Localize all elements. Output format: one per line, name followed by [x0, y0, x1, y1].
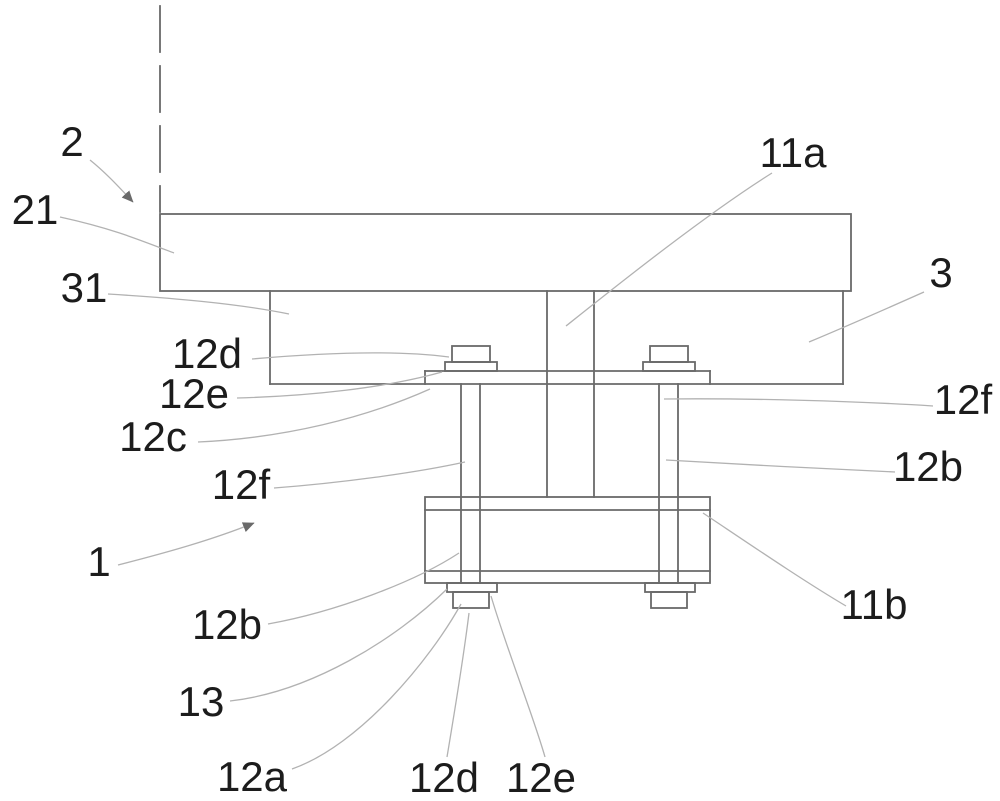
ref-label-11b: 11b — [841, 581, 908, 628]
leader-1 — [117, 522, 255, 566]
leader-13 — [229, 588, 448, 702]
washer-bottom-right — [644, 582, 696, 593]
ref-label-2: 2 — [60, 118, 83, 165]
leader-21 — [59, 216, 175, 254]
ref-label-12b-left: 12b — [192, 601, 262, 648]
nut-bottom-left — [452, 591, 490, 609]
leader-12d-left — [251, 352, 450, 360]
ref-label-11a: 11a — [760, 129, 828, 176]
bolt-head-top-right — [649, 345, 689, 363]
leader-12b-right — [665, 459, 896, 473]
leader-12d-bottom — [446, 612, 470, 758]
ref-label-12d-bottom: 12d — [409, 754, 479, 801]
leader-11b — [702, 512, 847, 607]
leader-12e-bottom — [490, 595, 546, 758]
ref-label-31: 31 — [61, 264, 108, 311]
washer-top-right — [642, 361, 696, 372]
ref-label-12e-left: 12e — [159, 370, 229, 417]
ref-label-12f-right: 12f — [934, 376, 993, 423]
ref-label-12e-bottom: 12e — [506, 754, 576, 801]
bolt-head-top-left — [451, 345, 491, 363]
leader-12e-left — [236, 371, 443, 399]
structure-lines — [159, 5, 852, 609]
leader-2 — [89, 159, 134, 203]
ref-label-12f-left: 12f — [212, 461, 271, 508]
leader-3 — [808, 291, 925, 343]
washer-bottom-left — [446, 582, 498, 593]
bracket-outline — [424, 496, 711, 584]
leader-11a — [565, 172, 773, 327]
ref-label-12c: 12c — [119, 413, 187, 460]
ref-label-12d-left: 12d — [172, 330, 242, 377]
leader-12a — [291, 603, 462, 770]
leader-12f-right — [663, 398, 934, 407]
beam-outline — [159, 213, 852, 292]
leader-31 — [107, 293, 290, 315]
ref-label-21: 21 — [12, 186, 59, 233]
leader-lines — [59, 159, 934, 770]
reference-labels: 2 21 31 12d 12e 12c 12f 1 12b 13 12a 12d… — [12, 118, 993, 801]
washer-top-left — [444, 361, 498, 372]
ref-label-3: 3 — [929, 249, 952, 296]
nut-bottom-right — [650, 591, 688, 609]
leader-12c — [197, 388, 431, 443]
ref-label-1: 1 — [87, 538, 110, 585]
leader-12b-left — [267, 552, 460, 625]
leader-12f-left — [273, 461, 466, 489]
ref-label-12b-right: 12b — [893, 443, 963, 490]
ref-label-13: 13 — [178, 678, 225, 725]
ref-label-12a: 12a — [217, 753, 288, 800]
